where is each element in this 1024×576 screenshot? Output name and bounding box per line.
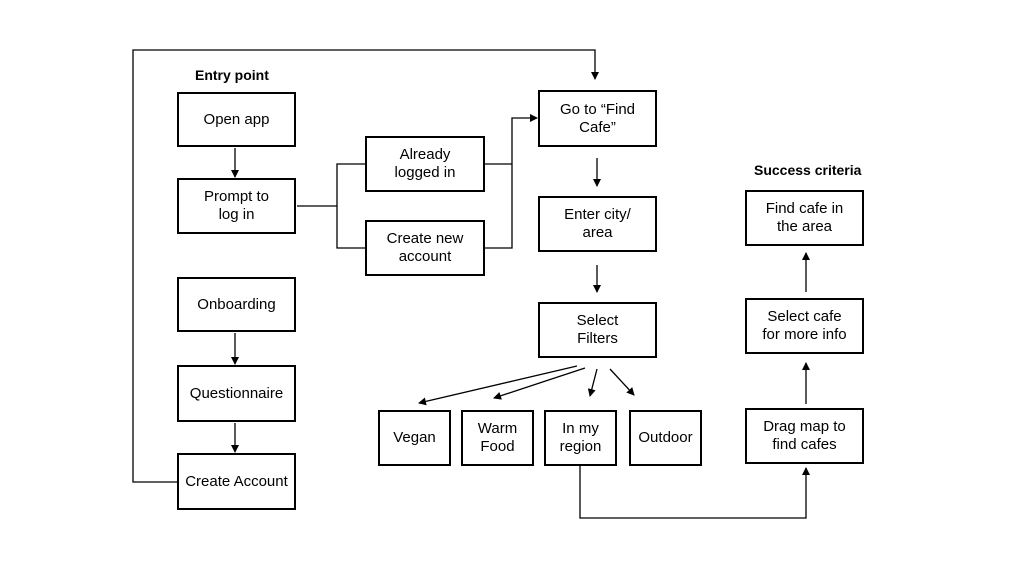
arrow-filters-to-warm — [493, 367, 586, 400]
node-in-my-region: In my region — [544, 410, 617, 466]
node-create-account: Create Account — [177, 453, 296, 510]
node-open-app: Open app — [177, 92, 296, 147]
connector-new-to-findcafe — [485, 114, 538, 249]
node-vegan: Vegan — [378, 410, 451, 466]
connector-branch-to-already — [336, 163, 365, 249]
arrow-filters-to-region — [587, 368, 598, 397]
node-enter-city: Enter city/ area — [538, 196, 657, 252]
entry-point-heading: Entry point — [195, 67, 269, 83]
node-select-filters: Select Filters — [538, 302, 657, 358]
node-prompt-login: Prompt to log in — [177, 178, 296, 234]
node-already-logged-in: Already logged in — [365, 136, 485, 192]
arrow-region-to-dragmap — [579, 466, 810, 519]
node-select-cafe: Select cafe for more info — [745, 298, 864, 354]
node-create-new-account: Create new account — [365, 220, 485, 276]
node-find-cafe-area: Find cafe in the area — [745, 190, 864, 246]
node-drag-map: Drag map to find cafes — [745, 408, 864, 464]
node-outdoor: Outdoor — [629, 410, 702, 466]
node-warm-food: Warm Food — [461, 410, 534, 466]
success-criteria-heading: Success criteria — [754, 162, 862, 178]
node-go-to-find-cafe: Go to “Find Cafe” — [538, 90, 657, 147]
node-onboarding: Onboarding — [177, 277, 296, 332]
node-questionnaire: Questionnaire — [177, 365, 296, 422]
arrow-filters-to-vegan — [418, 365, 578, 406]
arrow-create-to-findcafe — [132, 49, 599, 483]
arrow-filters-to-outdoor — [609, 368, 635, 396]
